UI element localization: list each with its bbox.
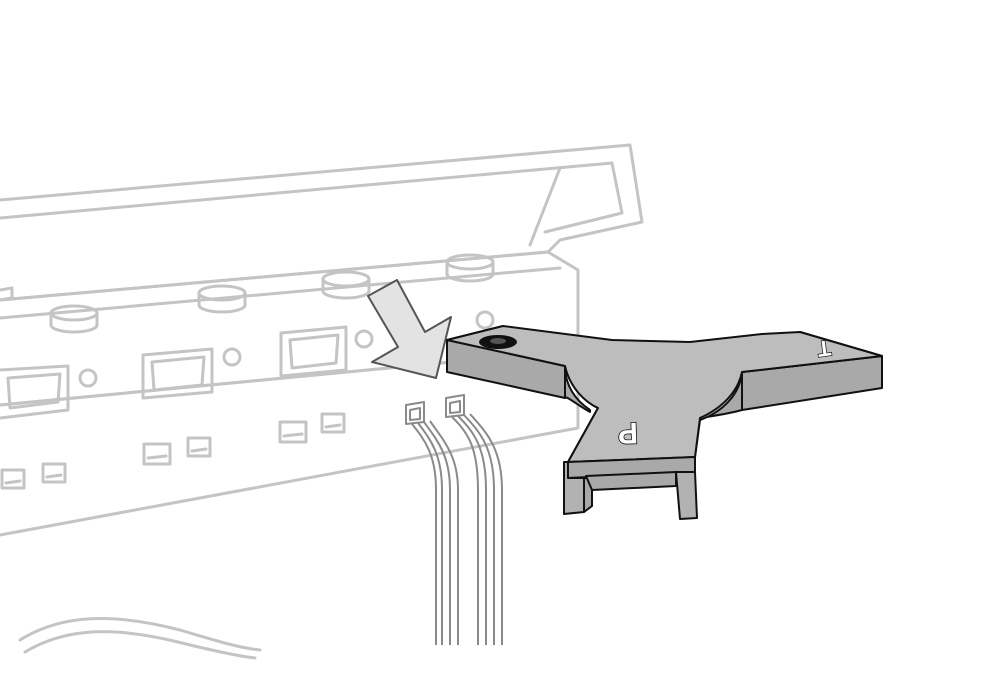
wire-connector [405, 401, 425, 425]
knob [323, 272, 369, 298]
port [322, 414, 344, 432]
wire [451, 416, 479, 645]
socket [143, 349, 212, 398]
knob [51, 306, 97, 332]
indicator-hole [222, 347, 242, 367]
device-panel [0, 145, 642, 658]
indicator-hole [354, 329, 374, 349]
arrow-down-left-icon [367, 279, 452, 379]
indicator-hole [78, 368, 98, 388]
port [188, 438, 210, 456]
port [280, 422, 306, 442]
knob [447, 255, 493, 281]
port [2, 470, 24, 488]
socket [0, 366, 68, 418]
wires [411, 413, 503, 645]
tool-label-p: P [617, 416, 638, 450]
tool [446, 325, 883, 520]
port [43, 464, 65, 482]
knob [199, 286, 245, 312]
wire [411, 423, 437, 645]
port [144, 444, 170, 464]
socket [281, 327, 346, 376]
wire-connector [445, 394, 465, 418]
cable [20, 619, 260, 650]
indicator-hole [475, 310, 495, 330]
tool-label-t: T [815, 335, 832, 362]
tool-leg-right [675, 471, 698, 520]
